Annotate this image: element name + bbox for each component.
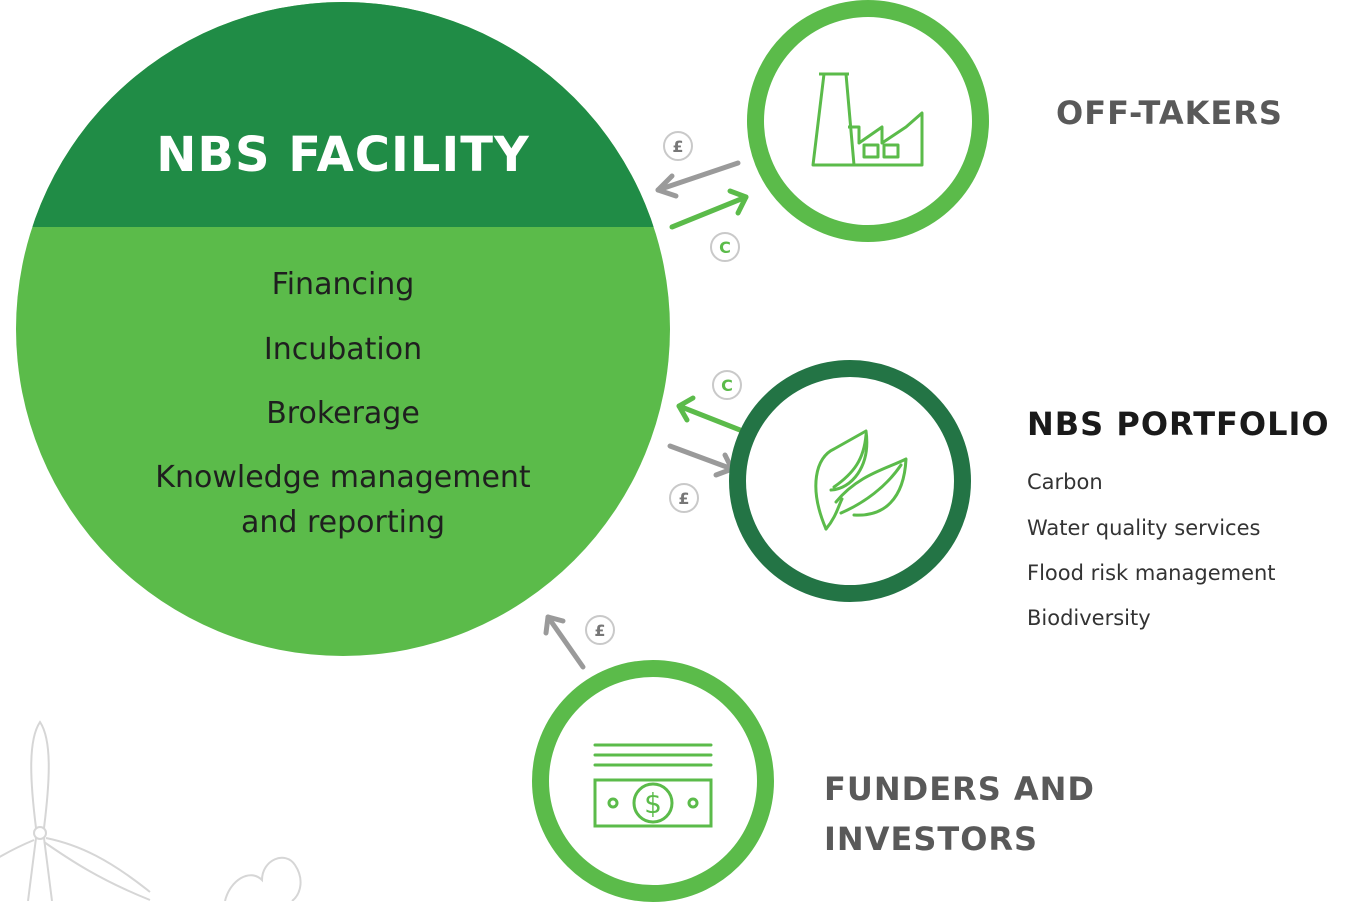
facility-title: NBS FACILITY — [156, 127, 530, 183]
banknote-icon: $ — [593, 743, 713, 828]
nbs-facility-circle: NBS FACILITY Financing Incubation Broker… — [16, 2, 670, 656]
funders-and-investors-circle: $ — [532, 660, 774, 902]
carbon-badge-portfolio: C — [712, 370, 742, 400]
factory-icon — [811, 72, 924, 167]
money-arrow-funders-to-facility — [543, 614, 586, 670]
svg-text:$: $ — [644, 787, 662, 820]
carbon-arrow-portfolio-to-facility — [676, 395, 743, 433]
currency-badge-funders: £ — [585, 615, 615, 645]
nbs-portfolio-title: NBS PORTFOLIO — [1027, 405, 1330, 443]
wind-turbine-icon — [0, 720, 151, 901]
facility-function-brokerage: Brokerage — [266, 396, 420, 431]
portfolio-item-flood-risk: Flood risk management — [1027, 561, 1276, 585]
carbon-badge-offtakers: C — [710, 232, 740, 262]
facility-function-financing: Financing — [271, 267, 415, 302]
money-arrow-facility-to-portfolio — [667, 443, 735, 478]
currency-badge-portfolio: £ — [669, 483, 699, 513]
nbs-portfolio-circle — [729, 360, 971, 602]
money-arrow-offtakers-to-facility — [655, 160, 741, 199]
facility-function-incubation: Incubation — [263, 332, 423, 367]
off-takers-title: OFF-TAKERS — [1056, 94, 1283, 132]
portfolio-item-carbon: Carbon — [1027, 470, 1103, 494]
facility-header-band — [16, 2, 670, 227]
portfolio-item-water-quality: Water quality services — [1027, 516, 1261, 540]
currency-badge-offtakers: £ — [663, 131, 693, 161]
carbon-arrow-facility-to-offtakers — [669, 188, 749, 230]
funders-and-investors-title: FUNDERS AND INVESTORS — [824, 770, 1095, 858]
off-takers-circle — [747, 0, 989, 242]
facility-function-and-reporting: and reporting — [241, 505, 445, 540]
portfolio-item-biodiversity: Biodiversity — [1027, 606, 1151, 630]
tree-outline-icon — [224, 856, 302, 901]
leaf-icon — [814, 429, 908, 531]
facility-function-knowledge-management: Knowledge management — [155, 460, 531, 495]
